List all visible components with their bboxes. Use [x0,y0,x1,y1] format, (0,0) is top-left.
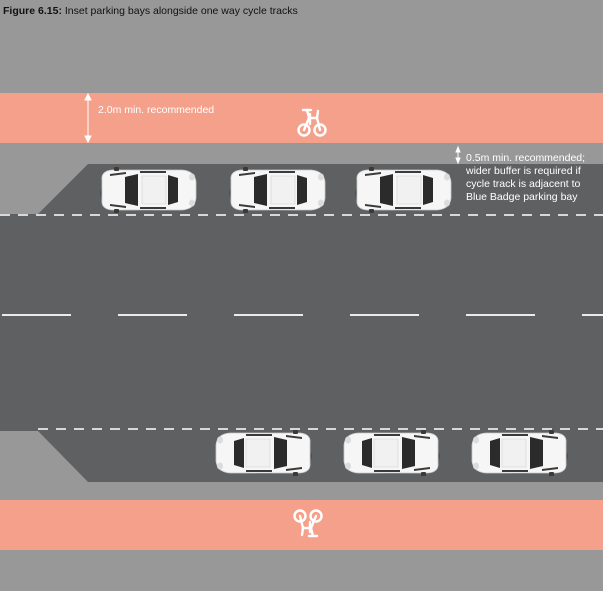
car-icon [99,166,197,214]
figure-number: Figure 6.15: [3,5,62,17]
dimension-arrow-icon [455,145,461,165]
car-icon [343,429,441,477]
car-icon [354,166,452,214]
dimension-arrow-icon [84,92,92,144]
cycle-track-width-annotation: 2.0m min. recommended [98,104,215,116]
car-icon [215,429,313,477]
figure-title: Inset parking bays alongside one way cyc… [64,5,298,17]
figure-caption: Figure 6.15: Inset parking bays alongsid… [3,5,298,17]
buffer-width-annotation: 0.5m min. recommended; wider buffer is r… [466,152,586,203]
carriageway [0,164,603,482]
car-icon [471,429,569,477]
car-icon [228,166,326,214]
